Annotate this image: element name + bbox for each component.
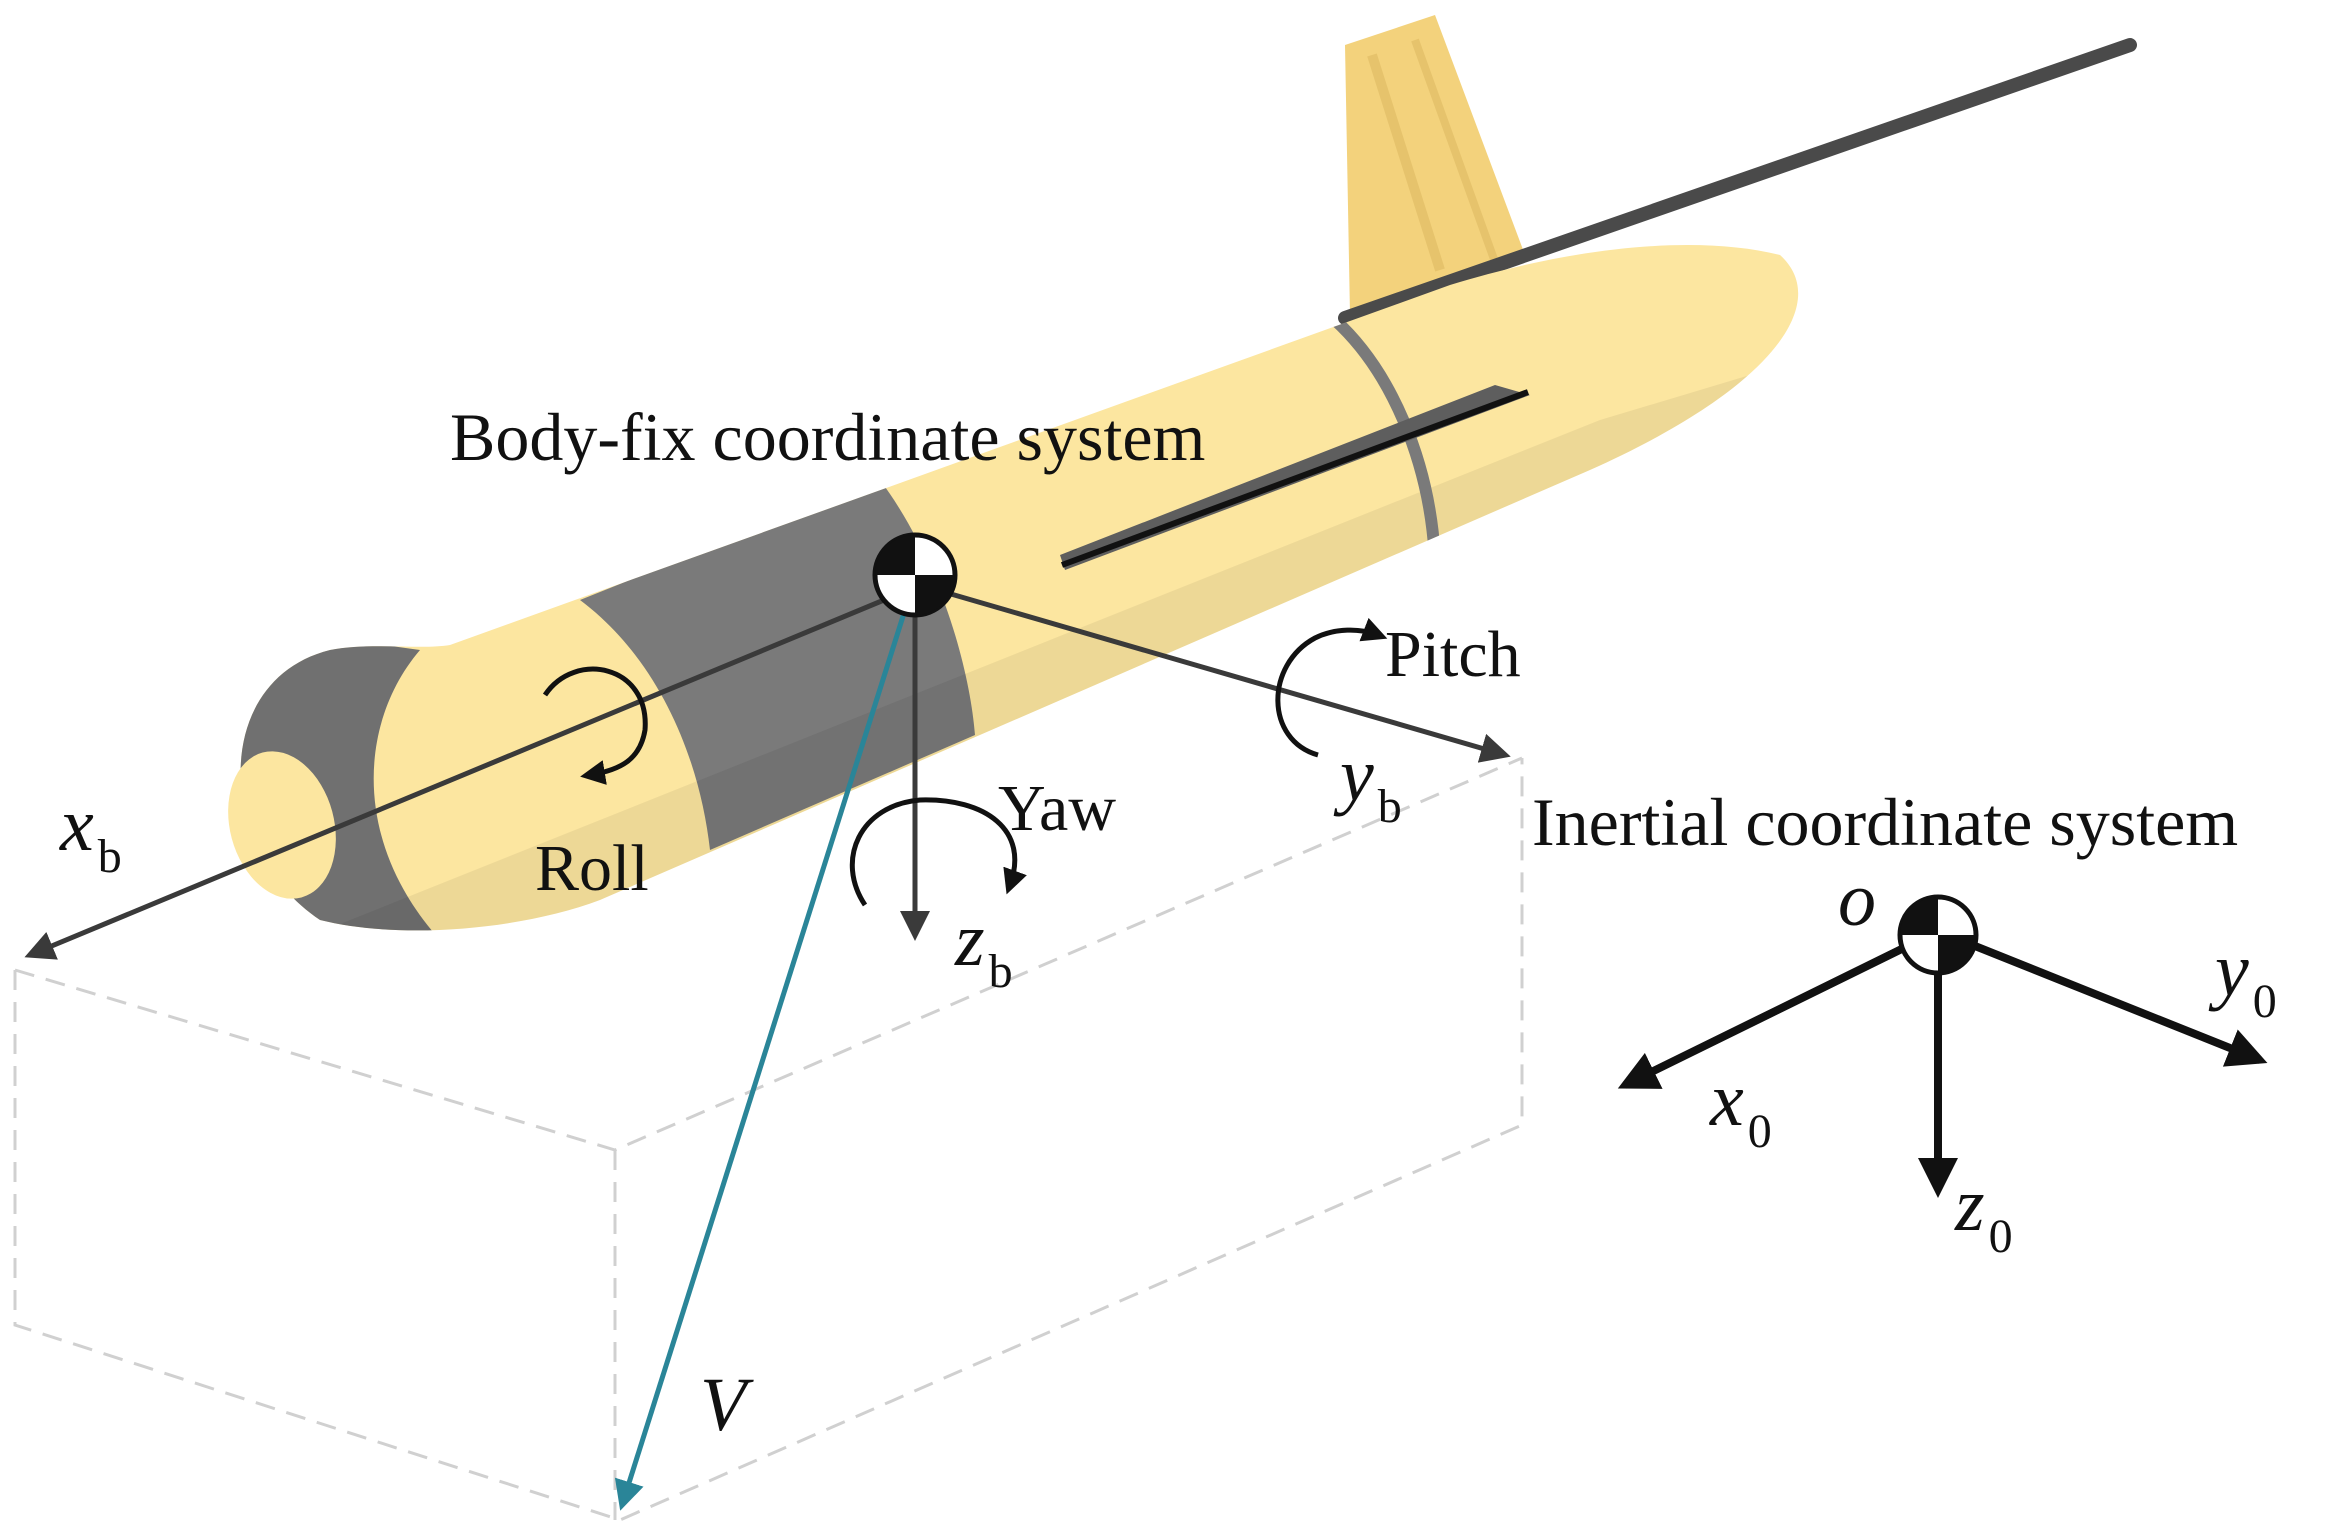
yaw-rotation-icon [849,797,1027,907]
origin-cg-marker-icon [1897,894,1979,976]
inertial-axes [1617,894,2268,1198]
roll-label: Roll [535,832,649,905]
cg-marker-icon [872,532,958,618]
dashed-reference-box [13,756,1524,1522]
inertial-y-axis [1958,936,2268,1067]
body-system-title: Body-fix coordinate system [450,399,1205,475]
glider-hull [228,245,1799,931]
velocity-label: V [700,1363,754,1447]
rotation-arrows [542,617,1388,907]
body-y-label: yb [1333,733,1402,833]
inertial-z-label: z0 [1954,1163,2013,1263]
body-axes [24,582,1511,1511]
glider-antenna [1338,38,2137,325]
pitch-rotation-icon [1275,617,1388,758]
inertial-y-label: y0 [2208,928,2277,1028]
roll-rotation-icon [542,666,648,785]
glider-fin [1345,15,1525,315]
inertial-x-axis [1617,936,1922,1089]
pitch-label: Pitch [1385,618,1521,691]
body-x-label: xb [59,783,122,883]
yaw-label: Yaw [998,772,1116,845]
inertial-x-label: x0 [1709,1058,1772,1158]
body-x-axis [24,587,909,960]
origin-label: o [1838,858,1876,942]
inertial-system-title: Inertial coordinate system [1532,784,2238,860]
body-y-axis [919,582,1511,763]
body-z-label: zb [954,898,1013,998]
glider-wing [1060,385,1530,570]
velocity-vector [614,609,908,1511]
